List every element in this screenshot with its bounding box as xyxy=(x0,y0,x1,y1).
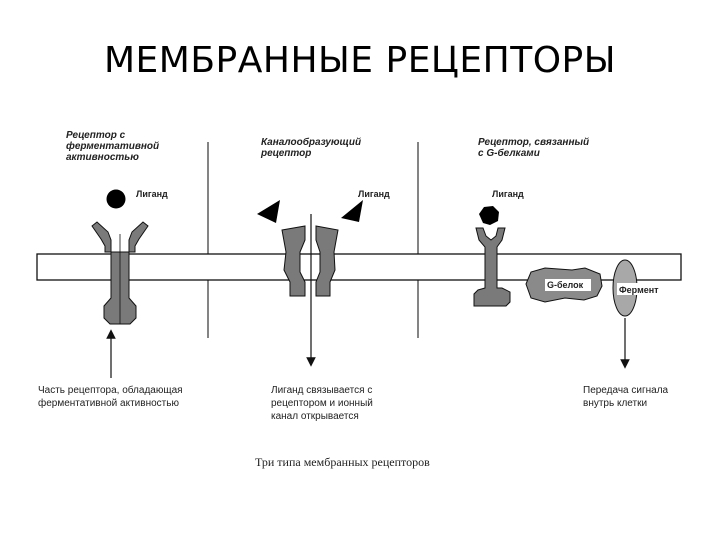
panel2-note: Лиганд связывается с рецептором и ионный… xyxy=(271,385,376,422)
figure-caption: Три типа мембранных рецепторов xyxy=(255,455,430,469)
ligand-triangle-left xyxy=(257,200,280,223)
enzyme-label: Фермент xyxy=(619,285,659,295)
panel2-header: Каналообразующий рецептор xyxy=(260,136,364,159)
panel3-note: Передача сигнала внутрь клетки xyxy=(583,385,671,409)
ligand-label-2: Лиганд xyxy=(358,189,390,199)
gpcr-receptor xyxy=(473,227,511,307)
panel1-note: Часть рецептора, обладающая ферментативн… xyxy=(38,384,185,409)
panel1-header: Рецептор с ферментативной активностью xyxy=(66,130,162,163)
ligand-blob xyxy=(479,206,499,225)
ligand-circle xyxy=(106,189,126,209)
channel-right-half xyxy=(315,225,339,297)
slide-title: МЕМБРАННЫЕ РЕЦЕПТОРЫ xyxy=(103,40,616,81)
panel3-header: Рецептор, связанный с G-белками xyxy=(478,137,592,159)
g-protein-label-box xyxy=(545,279,591,291)
channel-left-half xyxy=(281,225,306,297)
ligand-label-1: Лиганд xyxy=(136,189,168,199)
ligand-triangle-right xyxy=(341,200,363,222)
ligand-label-3: Лиганд xyxy=(492,189,524,199)
enzyme-label-box xyxy=(617,283,665,295)
g-protein-label: G-белок xyxy=(547,280,584,290)
